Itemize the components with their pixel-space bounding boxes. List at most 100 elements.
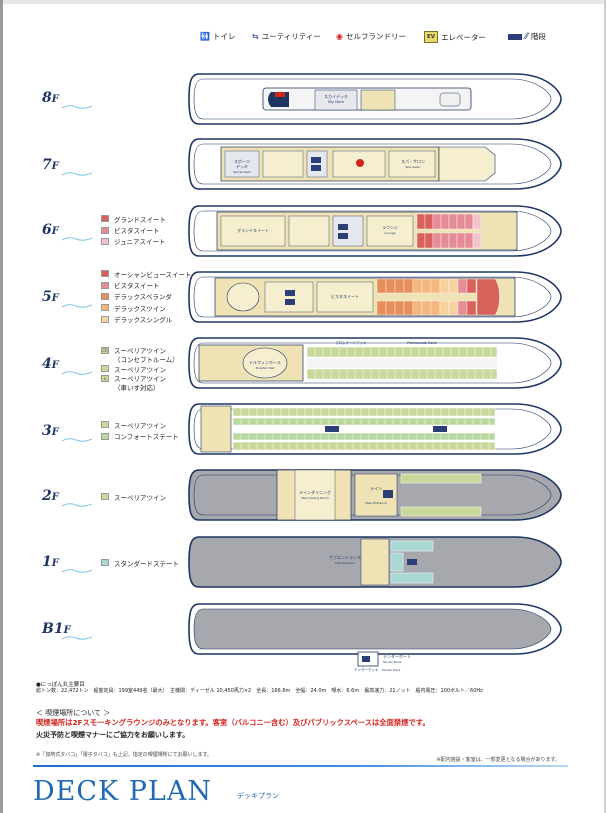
- cabin-legend-item: ♿スーペリアツイン: [101, 374, 179, 383]
- footer-divider: [33, 765, 568, 767]
- wave-icon: [62, 237, 92, 241]
- wave-icon: [62, 105, 92, 109]
- deck-label-4f: 4F: [42, 356, 59, 372]
- cabin-legend-item: グランドスイート: [101, 213, 166, 224]
- wave-icon: [62, 636, 92, 640]
- cabin-legend-item: スーペリアツイン: [101, 363, 179, 374]
- ship-specs-title: ●にっぽん丸主要目: [36, 682, 85, 688]
- deck-plan-b1f: [188, 603, 562, 655]
- ship-label: Sub Entrance: [335, 561, 355, 565]
- wave-icon: [62, 172, 92, 176]
- color-swatch: [101, 226, 109, 234]
- deck-plan-1f: サブエントランス Sub Entrance: [188, 536, 562, 588]
- tender-deck-detail: テンダーボート Tender Boat テンダーデッキ Tender Deck: [354, 651, 411, 672]
- deck-label-2f: 2F: [42, 488, 59, 504]
- ship-label: テンダーデッキ: [354, 667, 379, 672]
- ship-label: メインダイニング: [299, 489, 331, 495]
- cabin-block-comfort: [232, 417, 496, 441]
- elevator-icon: EV: [424, 31, 439, 43]
- cabin-legend-item: デラックスツイン: [101, 302, 192, 313]
- ship-label: Main Entrance: [365, 501, 387, 505]
- legend-stairs-label: 階段: [531, 32, 547, 41]
- ship-label: Sky Deck: [328, 100, 345, 104]
- page-right-edge: [604, 0, 606, 813]
- ship-label: メイン: [370, 486, 382, 491]
- cabin-legend-item: デラックスシングル: [101, 314, 192, 325]
- wheelchair-icon: ♿: [101, 374, 109, 382]
- legend-elevator-label: エレベーター: [441, 32, 487, 42]
- cabin-block-standard: [390, 540, 434, 584]
- legend-toilet: 🚻 トイレ: [200, 31, 235, 42]
- cabin-legend-item: ジュニアスイート: [101, 236, 166, 247]
- stairs-symbol-icon: ⁄⁄: [525, 31, 529, 42]
- wave-icon: [62, 371, 92, 375]
- ship-label: Tender Deck: [381, 668, 401, 672]
- deck-label-7f: 7F: [42, 157, 59, 173]
- cabin-legend-item: スタンダードステート: [101, 557, 179, 568]
- legend-stairs: ⁄⁄ 階段: [508, 31, 546, 42]
- ship-label: サブエントランス: [329, 554, 361, 560]
- color-swatch: [101, 432, 109, 440]
- concept-room-badge: CR: [101, 346, 109, 354]
- cabin-legend-5f: オーシャンビュースイート ビスタスイート デラックスベランダ デラックスツイン …: [101, 268, 192, 325]
- color-swatch: [101, 215, 109, 223]
- ship-label: スカイデッキ: [324, 93, 348, 99]
- legend-laundry: ◉ セルフランドリー: [336, 31, 406, 42]
- legend-elevator: EV エレベーター: [424, 31, 486, 43]
- color-swatch: [101, 292, 109, 300]
- change-notice: ※配内施設・客室は、一部変更となる場合があります。: [436, 757, 560, 763]
- toilet-icon: 🚻: [200, 31, 210, 41]
- ship-label: ドルフィンホール: [249, 360, 281, 365]
- page-title: DECK PLAN: [33, 776, 212, 807]
- ship-label: プロムナードデッキ: [335, 340, 367, 345]
- legend-laundry-label: セルフランドリー: [345, 32, 406, 41]
- color-swatch: [101, 315, 109, 323]
- legend-utility-label: ユーティリティー: [261, 32, 321, 41]
- cabin-legend-item: ビスタスイート: [101, 224, 166, 235]
- legend-utility: ⇆ ユーティリティー: [252, 31, 321, 42]
- ship-label: Main Dining Room: [301, 496, 328, 500]
- ship-label: ラウンジ: [382, 224, 398, 230]
- deck-label-3f: 3F: [42, 423, 59, 439]
- ship-label: スポーツ: [234, 158, 250, 164]
- laundry-icon: ◉: [336, 31, 343, 41]
- deck-label-6f: 6F: [42, 222, 59, 238]
- deck-label-8f: 8F: [42, 90, 59, 106]
- ship-label: Promenade Deck: [407, 341, 438, 345]
- color-swatch: [101, 493, 109, 501]
- ship-label: Tender Boat: [382, 660, 402, 664]
- color-swatch: [101, 237, 109, 245]
- ship-label: Lounge: [384, 231, 395, 235]
- deck-plan-3f: [188, 403, 562, 455]
- smoking-request: 火災予防と喫煙マナーにご協力をお願いします。: [36, 731, 190, 739]
- cabin-legend-6f: グランドスイート ビスタスイート ジュニアスイート: [101, 213, 166, 247]
- cabin-block-superior: [400, 473, 482, 517]
- deck-label-5f: 5F: [42, 289, 59, 305]
- ship-label: グランドスイート: [237, 227, 269, 233]
- smoking-note: ※「加熱式タバコ」「電子タバコ」も上記、指定の喫煙場所にてお願いします。: [36, 752, 213, 758]
- cabin-block-suites: [416, 213, 482, 249]
- cabin-legend-1f: スタンダードステート: [101, 557, 179, 568]
- deck-plan-7f: スポーツ デッキ Sports Deck スパ・サロン Spa Salon: [188, 138, 562, 190]
- wave-icon: [62, 503, 92, 507]
- page-subtitle: デッキプラン: [237, 792, 279, 800]
- cabin-legend-item: スーペリアツイン: [101, 419, 179, 430]
- utility-icon: ⇆: [252, 31, 259, 41]
- cabin-block-superior: [232, 407, 496, 451]
- smoking-heading: ＜ 喫煙場所について ＞: [36, 709, 111, 717]
- deck-label-1f: 1F: [42, 554, 59, 570]
- smoking-rule: 喫煙場所は2Fスモーキングラウンジのみとなります。客室（バルコニー含む）及びパブ…: [36, 718, 430, 727]
- color-swatch: [101, 304, 109, 312]
- wave-icon: [62, 438, 92, 442]
- wave-icon: [62, 569, 92, 573]
- cabin-legend-item: ビスタスイート: [101, 279, 192, 290]
- cabin-block-superior: [306, 346, 498, 380]
- facility-legend: 🚻 トイレ ⇆ ユーティリティー ◉ セルフランドリー EV エレベーター ⁄⁄…: [196, 31, 566, 47]
- ship-label: ビスタスイート: [331, 293, 359, 299]
- wave-icon: [62, 304, 92, 308]
- cabin-legend-item: スーペリアツイン: [101, 491, 166, 502]
- cabin-legend-item-note: （車いす対応）: [114, 383, 160, 392]
- stairs-icon: [508, 33, 522, 40]
